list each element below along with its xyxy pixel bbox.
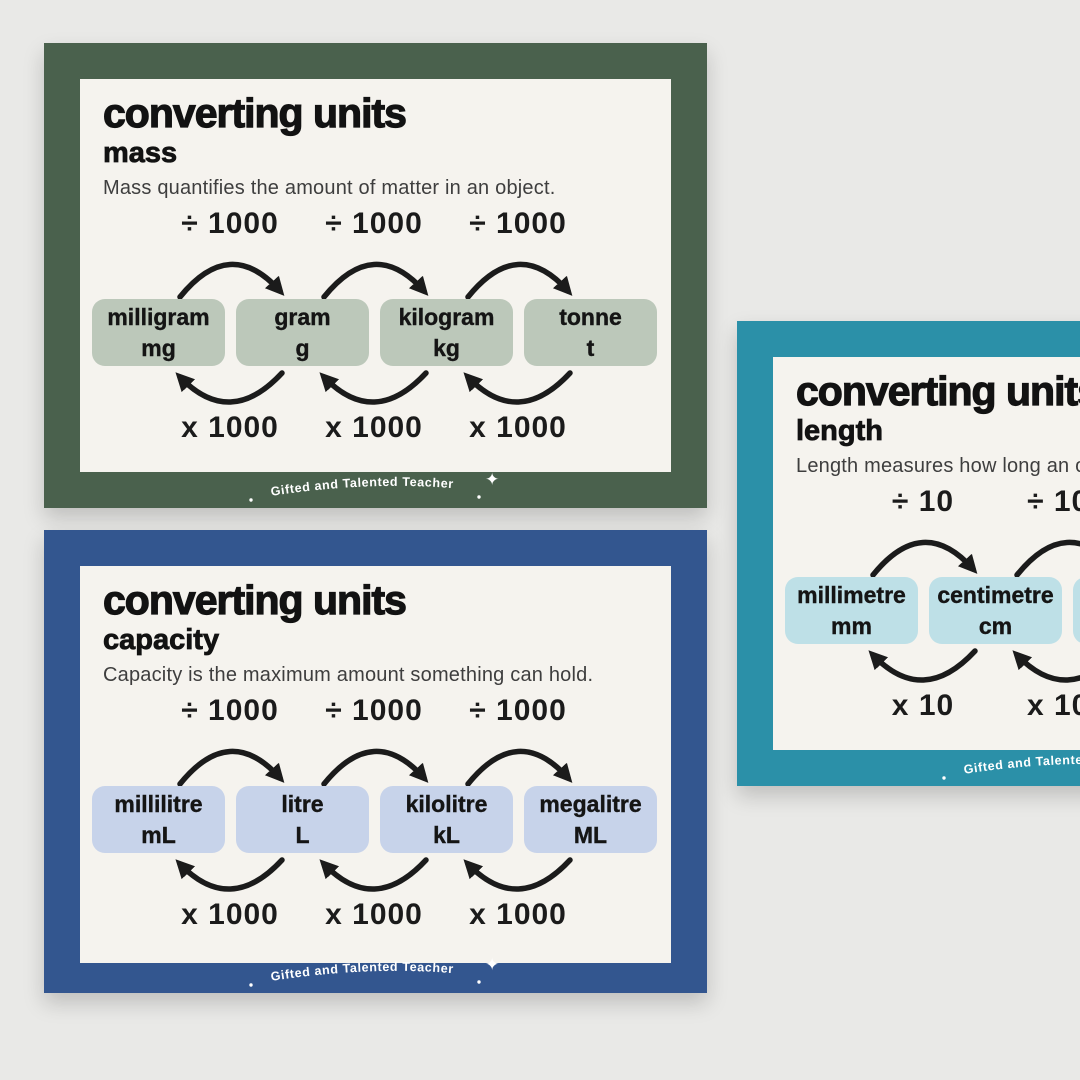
poster-card-capacity: converting units capacity Capacity is th… xyxy=(44,530,707,993)
dot-decoration xyxy=(476,495,481,499)
poster-title: converting units xyxy=(102,577,407,623)
brand-logo-text: Gifted and Talented Teacher xyxy=(269,960,454,984)
brand-logo: Gifted and Talented Teacher ✦ xyxy=(941,753,1080,780)
unit-box-millimetre: millimetre mm xyxy=(785,577,918,644)
unit-box-megalitre: megalitre ML xyxy=(524,786,657,853)
poster-card-mass: converting units mass Mass quantifies th… xyxy=(44,43,707,508)
unit-box-millilitre: millilitre mL xyxy=(92,786,225,853)
divide-label: ÷ 10 xyxy=(891,485,955,518)
curved-arrow-right-icon xyxy=(465,748,573,786)
curved-arrow-left-icon xyxy=(1012,650,1080,683)
unit-name: gram xyxy=(274,304,331,331)
unit-name: kilolitre xyxy=(405,791,488,818)
unit-name: tonne xyxy=(559,304,622,331)
unit-box-kilolitre: kilolitre kL xyxy=(380,786,513,853)
unit-symbol: t xyxy=(586,334,595,361)
multiply-label: x 1000 xyxy=(181,898,279,931)
unit-box-row: milligram mg gram g kilogram kg tonne t xyxy=(92,299,657,366)
multiply-label: x 1000 xyxy=(181,411,279,444)
poster-title: converting units xyxy=(102,90,407,136)
unit-box-row: millimetre mm centimetre cm xyxy=(785,577,1080,644)
unit-name: litre xyxy=(281,791,324,818)
curved-arrow-right-icon xyxy=(1014,539,1080,577)
poster-description: Mass quantifies the amount of matter in … xyxy=(103,177,556,200)
curved-arrow-right-icon xyxy=(465,261,573,299)
curved-arrow-right-icon xyxy=(321,748,429,786)
divide-label: ÷ 1000 xyxy=(181,207,279,240)
poster-paper: converting units mass Mass quantifies th… xyxy=(80,79,671,472)
poster-description: Capacity is the maximum amount something… xyxy=(103,664,594,687)
dot-decoration xyxy=(248,498,253,502)
curved-arrow-left-icon xyxy=(319,857,429,892)
multiply-label: x 100 xyxy=(1026,689,1080,722)
divide-label: ÷ 1000 xyxy=(469,694,567,727)
poster-subtitle: length xyxy=(796,414,884,447)
sparkle-icon: ✦ xyxy=(485,470,499,489)
unit-box-litre: litre L xyxy=(236,786,369,853)
curved-arrow-right-icon xyxy=(177,261,285,299)
curved-arrow-left-icon xyxy=(463,370,573,405)
unit-symbol: ML xyxy=(573,821,608,848)
unit-symbol: kg xyxy=(433,334,460,361)
multiply-label: x 1000 xyxy=(325,411,423,444)
unit-name: millimetre xyxy=(797,582,906,609)
unit-name: milligram xyxy=(107,304,210,331)
divide-label: ÷ 1000 xyxy=(325,207,423,240)
poster-paper: converting units capacity Capacity is th… xyxy=(80,566,671,963)
unit-name: centimetre xyxy=(937,582,1054,609)
unit-box-tonne: tonne t xyxy=(524,299,657,366)
poster-card-length: converting units length Length measures … xyxy=(737,321,1080,786)
poster-subtitle: mass xyxy=(103,136,178,169)
multiply-label: x 1000 xyxy=(325,898,423,931)
curved-arrow-left-icon xyxy=(175,370,285,405)
unit-box-milligram: milligram mg xyxy=(92,299,225,366)
unit-box-centimetre: centimetre cm xyxy=(929,577,1062,644)
divide-label: ÷ 1000 xyxy=(181,694,279,727)
brand-logo: Gifted and Talented Teacher ✦ xyxy=(248,470,499,502)
divide-label: ÷ 1000 xyxy=(325,694,423,727)
unit-box-gram: gram g xyxy=(236,299,369,366)
unit-name: millilitre xyxy=(114,791,203,818)
poster-title: converting units xyxy=(795,368,1080,414)
unit-name: kilogram xyxy=(398,304,495,331)
brand-logo-text: Gifted and Talented Teacher xyxy=(269,475,454,499)
divide-label: ÷ 100 xyxy=(1027,485,1080,518)
curved-arrow-right-icon xyxy=(321,261,429,299)
unit-symbol: L xyxy=(295,821,310,848)
unit-symbol: g xyxy=(295,334,310,361)
divide-label: ÷ 1000 xyxy=(469,207,567,240)
dot-decoration xyxy=(476,980,481,984)
dot-decoration xyxy=(941,776,946,780)
dot-decoration xyxy=(248,983,253,987)
poster-subtitle: capacity xyxy=(103,623,220,656)
brand-logo-text: Gifted and Talented Teacher xyxy=(962,753,1080,777)
poster-paper: converting units length Length measures … xyxy=(773,357,1080,750)
curved-arrow-left-icon xyxy=(319,370,429,405)
multiply-label: x 1000 xyxy=(469,411,567,444)
curved-arrow-left-icon xyxy=(463,857,573,892)
curved-arrow-right-icon xyxy=(177,748,285,786)
poster-description: Length measures how long an o xyxy=(796,455,1080,478)
unit-symbol: mm xyxy=(831,612,872,639)
curved-arrow-left-icon xyxy=(175,857,285,892)
multiply-label: x 10 xyxy=(891,689,955,722)
unit-symbol: kL xyxy=(433,821,460,848)
unit-name: megalitre xyxy=(539,791,642,818)
multiply-label: x 1000 xyxy=(469,898,567,931)
unit-symbol: mg xyxy=(141,334,176,361)
unit-box-partial xyxy=(1073,577,1080,644)
unit-box-kilogram: kilogram kg xyxy=(380,299,513,366)
curved-arrow-right-icon xyxy=(870,539,978,577)
curved-arrow-left-icon xyxy=(868,648,978,683)
unit-symbol: cm xyxy=(978,612,1013,639)
sparkle-icon: ✦ xyxy=(485,955,499,974)
unit-symbol: mL xyxy=(141,821,176,848)
brand-logo: Gifted and Talented Teacher ✦ xyxy=(248,955,499,987)
unit-box-row: millilitre mL litre L kilolitre kL megal… xyxy=(92,786,657,853)
